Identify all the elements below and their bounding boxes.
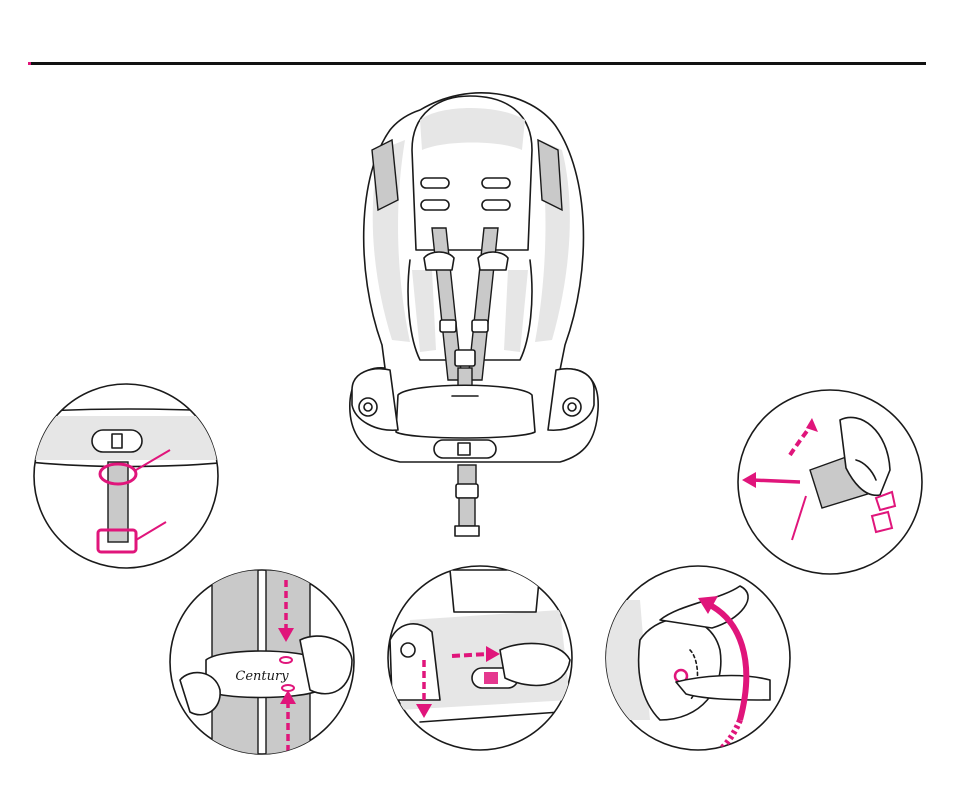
armrest-rotate-illustration	[606, 566, 790, 758]
harness-release-illustration	[738, 390, 922, 574]
chest-clip-brand-label: Century	[235, 669, 289, 684]
recline-adjust-illustration	[388, 566, 572, 750]
car-seat-illustration	[350, 93, 598, 536]
chest-clip-illustration: Century	[170, 570, 354, 760]
recline-handle-illustration	[30, 384, 230, 568]
